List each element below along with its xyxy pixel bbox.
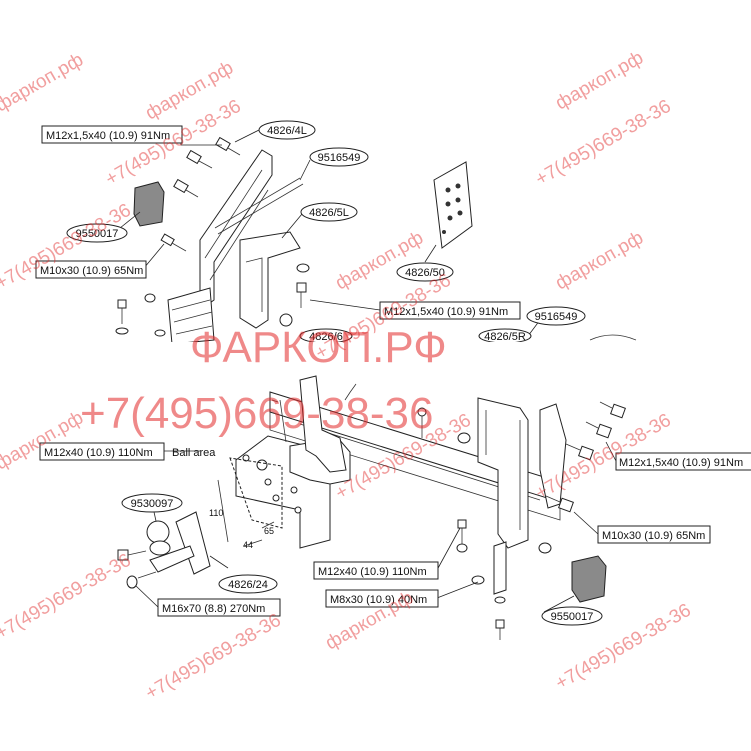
- callout-part-9516549-top: 9516549: [309, 147, 369, 167]
- label-bolt-m12x40-bottom: M12x40 (10.9) 110Nm: [318, 566, 427, 578]
- callout-part-4826-4l: 4826/4L: [258, 120, 316, 140]
- watermark-small-4: +7(495)669-38-36: [532, 96, 675, 191]
- leader-lines: [119, 129, 617, 613]
- instruction-card: [433, 161, 473, 249]
- callout-part-9530097: 9530097: [121, 493, 183, 513]
- callout-part-4826-6: 4826/6: [299, 328, 353, 344]
- watermark-small-1: фаркоп.рф: [0, 49, 87, 116]
- label-part-4826-4l: 4826/4L: [267, 125, 307, 137]
- label-part-4826-5l: 4826/5L: [309, 207, 349, 219]
- label-dim-44: 44: [243, 540, 253, 550]
- label-bolt-m10x30-left: M10x30 (10.9) 65Nm: [40, 265, 143, 277]
- watermark-small-8: фаркоп.рф: [552, 227, 647, 294]
- callout-bolt-m10x30-left: M10x30 (10.9) 65Nm: [35, 260, 147, 279]
- label-dim-110: 110: [209, 508, 223, 518]
- callout-bolt-m12x15x40-top: M12x1,5x40 (10.9) 91Nm: [41, 125, 183, 144]
- watermark-small-3: фаркоп.рф: [552, 47, 647, 114]
- callout-bolt-m10x30-right: M10x30 (10.9) 65Nm: [597, 525, 711, 544]
- label-part-4826-6: 4826/6: [309, 331, 343, 343]
- callout-bolt-m12x40-bottom: M12x40 (10.9) 110Nm: [313, 561, 439, 580]
- callout-labels: M12x1,5x40 (10.9) 91Nm 4826/4L 9516549 4…: [0, 120, 751, 626]
- callout-part-4826-24: 4826/24: [218, 574, 278, 594]
- upper-bracket-drawing: [115, 136, 637, 401]
- watermark-small-13: +7(495)669-38-36: [0, 550, 135, 645]
- label-part-9550017-left: 9550017: [76, 228, 119, 240]
- callout-bolt-m12x15x40-mid: M12x1,5x40 (10.9) 91Nm: [379, 301, 521, 320]
- label-part-4826-24: 4826/24: [228, 579, 268, 591]
- label-bolt-m12x15x40-mid: M12x1,5x40 (10.9) 91Nm: [384, 306, 508, 318]
- watermark-phone: +7(495)669-38-36: [80, 389, 433, 438]
- callout-part-4826-5r: 4826/5R: [478, 328, 532, 344]
- lower-crossbar-drawing: [117, 375, 626, 640]
- label-ball-area: Ball area: [172, 447, 216, 459]
- label-dim-65: 65: [264, 526, 274, 536]
- callout-part-9550017-left: 9550017: [66, 223, 128, 243]
- label-bolt-m16x70: M16x70 (8.8) 270Nm: [162, 603, 265, 615]
- callout-part-9516549-mid: 9516549: [526, 306, 586, 326]
- watermark-small-7: фаркоп.рф: [332, 227, 427, 294]
- callout-part-4826-50: 4826/50: [396, 262, 454, 282]
- label-part-9516549-mid: 9516549: [535, 311, 578, 323]
- watermark-small-10: фаркоп.рф: [0, 407, 87, 474]
- callout-bolt-m12x15x40-right: M12x1,5x40 (10.9) 91Nm: [615, 452, 751, 471]
- label-part-9516549-top: 9516549: [318, 152, 361, 164]
- watermark-site: ФАРКОП.РФ: [190, 323, 447, 372]
- section-gap: [0, 342, 751, 350]
- callout-part-4826-5l: 4826/5L: [300, 202, 358, 222]
- label-bolt-m12x15x40-right: M12x1,5x40 (10.9) 91Nm: [619, 457, 743, 469]
- label-part-4826-5r: 4826/5R: [484, 331, 526, 343]
- label-part-4826-50: 4826/50: [405, 267, 445, 279]
- callout-part-9550017-right: 9550017: [541, 606, 603, 626]
- label-bolt-m8x30: M8x30 (10.9) 40Nm: [330, 594, 427, 606]
- label-bolt-m10x30-right: M10x30 (10.9) 65Nm: [602, 530, 705, 542]
- label-bolt-m12x40-left: M12x40 (10.9) 110Nm: [44, 447, 153, 459]
- watermark-small-6: +7(495)669-38-36: [0, 200, 135, 295]
- label-bolt-m12x15x40-top: M12x1,5x40 (10.9) 91Nm: [46, 130, 170, 142]
- callout-bolt-m8x30: M8x30 (10.9) 40Nm: [325, 589, 439, 608]
- callout-bolt-m12x40-left: M12x40 (10.9) 110Nm: [39, 442, 165, 461]
- label-part-9550017-right: 9550017: [551, 611, 594, 623]
- label-part-9530097: 9530097: [131, 498, 174, 510]
- watermark-small-14: +7(495)669-38-36: [142, 610, 285, 705]
- callout-bolt-m16x70: M16x70 (8.8) 270Nm: [157, 598, 281, 617]
